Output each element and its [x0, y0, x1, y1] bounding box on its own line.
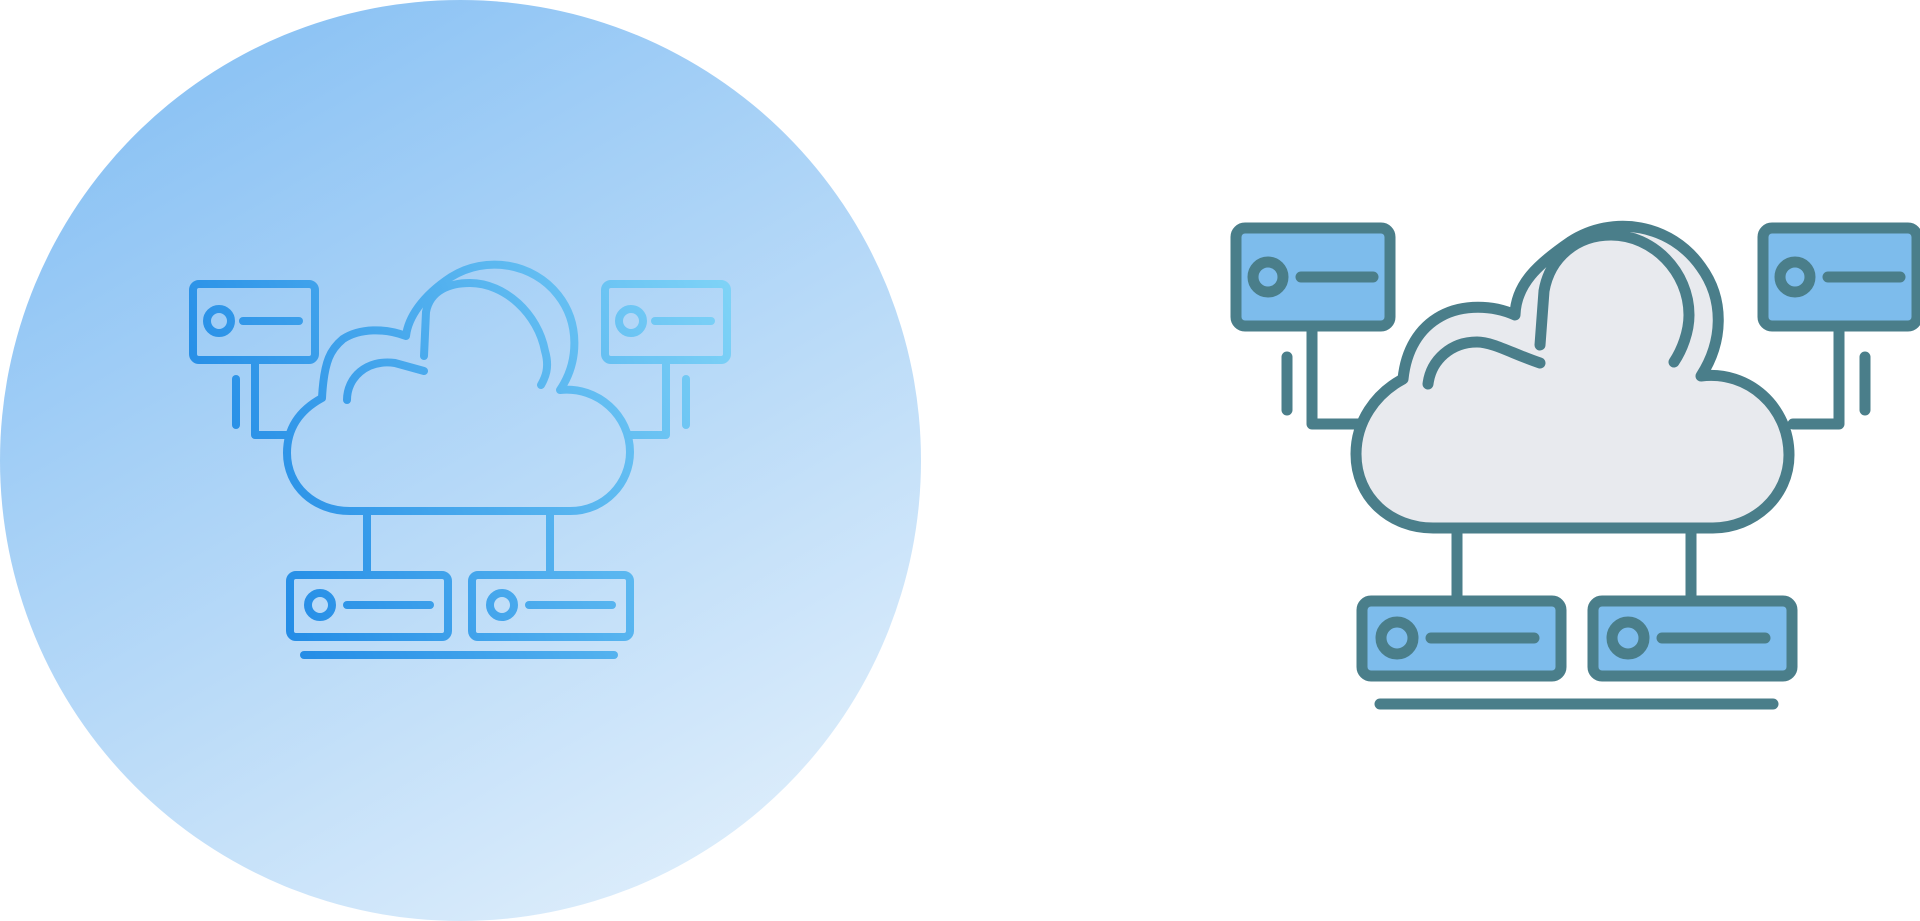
server-bottom-right	[468, 571, 634, 641]
server-bottom-left	[286, 571, 452, 641]
connector-top-left	[251, 356, 292, 439]
connector-top-right	[1787, 320, 1845, 430]
server-top-right-indicator	[615, 305, 647, 337]
cloud-server-network-gradient-line-icon	[0, 0, 921, 921]
cloud-outline	[283, 260, 634, 515]
cloud-inner-arc-large	[420, 279, 552, 389]
server-bottom-left-indicator	[304, 589, 336, 621]
cloud-inner-arc-large	[1534, 229, 1695, 368]
server-bottom-right-indicator	[486, 589, 518, 621]
connector-top-right	[624, 356, 670, 439]
server-top-left-indicator	[1247, 256, 1289, 298]
cloud-server-network-filled-line-icon	[1213, 202, 1920, 722]
cloud-shape	[1350, 220, 1795, 534]
connector-top-left	[1306, 320, 1364, 430]
server-top-right-indicator	[1774, 256, 1816, 298]
gradient-background-circle	[0, 0, 921, 921]
server-top-left-indicator	[203, 305, 235, 337]
cloud-inner-arc-small	[343, 358, 428, 404]
server-bottom-left-indicator	[1375, 616, 1419, 660]
server-bottom-right-indicator	[1606, 616, 1650, 660]
cloud-inner-arc-small	[1422, 336, 1546, 390]
